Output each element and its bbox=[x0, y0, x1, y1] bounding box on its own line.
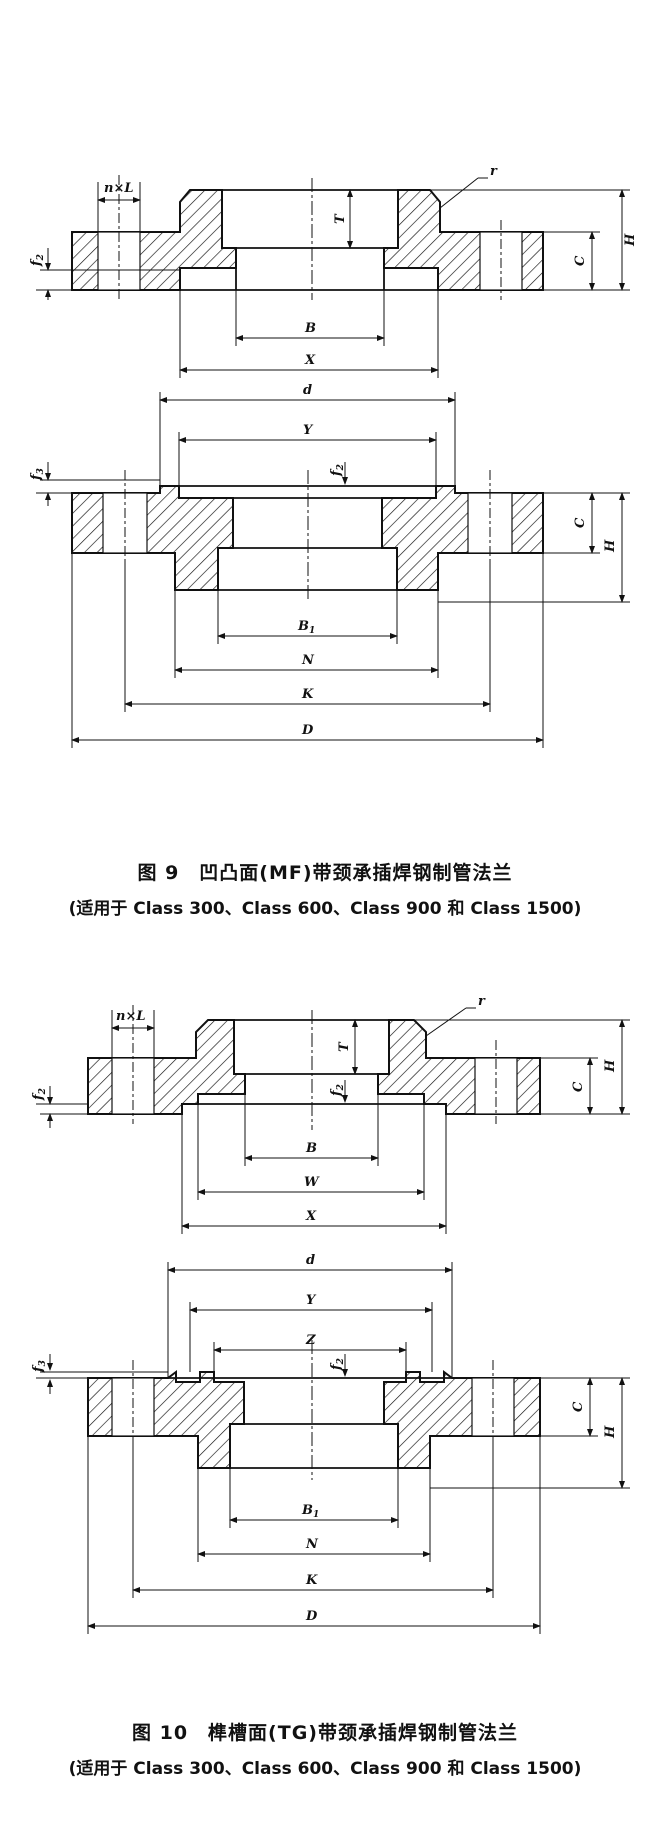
fig9-female-flange bbox=[40, 479, 544, 591]
fig10-groove-right-section bbox=[383, 1370, 541, 1469]
fig9-label-f2: f2 bbox=[29, 254, 46, 267]
fig10-label-C2: C bbox=[571, 1401, 586, 1412]
fig10-label-nL: n×L bbox=[116, 1009, 146, 1024]
fig9-label-nL: n×L bbox=[104, 181, 134, 196]
fig10-groove-flange bbox=[40, 1370, 541, 1469]
fig10-label-T: T bbox=[337, 1041, 352, 1052]
fig9-label-N: N bbox=[301, 653, 315, 668]
fig9-label-D: D bbox=[301, 723, 314, 738]
fig9-label-T: T bbox=[333, 213, 348, 224]
fig9-male-flange bbox=[40, 189, 544, 291]
fig10-label-X: X bbox=[305, 1209, 317, 1224]
fig9-label-r: r bbox=[490, 164, 498, 179]
fig9-label-K: K bbox=[301, 687, 314, 702]
fig9-label-B: B bbox=[304, 321, 316, 336]
fig9-label-C2: C bbox=[573, 517, 588, 528]
figure9-subtitle: (适用于 Class 300、Class 600、Class 900 和 Cla… bbox=[68, 899, 582, 919]
fig9-label-Y: Y bbox=[303, 423, 314, 438]
fig10-label-B: B bbox=[305, 1141, 317, 1156]
fig9-male-left-section bbox=[71, 189, 237, 291]
fig10-tongue-flange bbox=[40, 1019, 541, 1115]
fig10-groove-dims bbox=[36, 1262, 630, 1634]
fig10-label-f3: f3 bbox=[31, 1360, 48, 1373]
figure10-subtitle: (适用于 Class 300、Class 600、Class 900 和 Cla… bbox=[68, 1759, 582, 1779]
fig10-label-r: r bbox=[478, 994, 486, 1009]
fig9-label-H2: H bbox=[603, 539, 618, 553]
fig9-label-f3: f3 bbox=[29, 468, 46, 481]
fig9-female-dims bbox=[36, 392, 630, 748]
figure9-title: 图 9 凹凸面(MF)带颈承插焊钢制管法兰 bbox=[137, 862, 513, 884]
fig10-tongue-dims bbox=[36, 1005, 630, 1234]
figure10-title: 图 10 榫槽面(TG)带颈承插焊钢制管法兰 bbox=[132, 1722, 518, 1744]
fig10-label-D: D bbox=[305, 1609, 318, 1624]
fig10-label-H: H bbox=[603, 1059, 618, 1073]
fig9-female-left-section bbox=[71, 485, 234, 591]
fig10-label-f2b: f2 bbox=[329, 1358, 346, 1371]
fig9-label-B1: B1 bbox=[297, 619, 315, 636]
fig10-label-Z: Z bbox=[305, 1333, 316, 1348]
fig9-label-f2b: f2 bbox=[329, 464, 346, 477]
fig9-male-dims bbox=[36, 175, 630, 378]
fig9-label-d: d bbox=[303, 383, 312, 398]
fig10-label-H2: H bbox=[603, 1425, 618, 1439]
fig10-label-d: d bbox=[306, 1253, 315, 1268]
fig10-label-K: K bbox=[305, 1573, 318, 1588]
fig10-label-W: W bbox=[304, 1175, 320, 1190]
fig10-label-f2c: f2 bbox=[329, 1084, 346, 1097]
fig9-label-X: X bbox=[304, 353, 316, 368]
fig9-female-right-section bbox=[381, 485, 544, 591]
fig10-label-Y: Y bbox=[306, 1293, 317, 1308]
fig10-label-B1: B1 bbox=[301, 1503, 319, 1520]
fig10-label-C: C bbox=[571, 1081, 586, 1092]
fig9-label-H: H bbox=[623, 233, 638, 247]
fig10-label-N: N bbox=[305, 1537, 319, 1552]
fig10-label-f2: f2 bbox=[31, 1088, 48, 1101]
fig9-label-C: C bbox=[573, 255, 588, 266]
